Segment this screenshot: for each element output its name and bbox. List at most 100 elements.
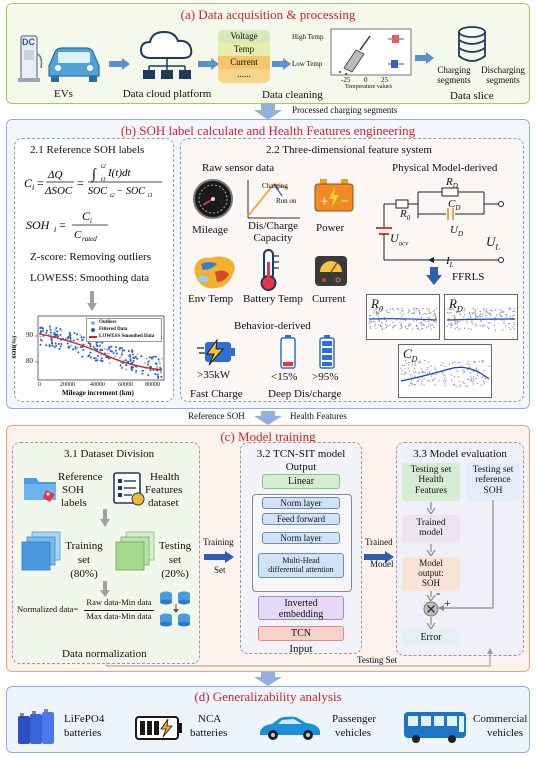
- soh-point: [49, 329, 52, 332]
- noise-point: [411, 380, 413, 382]
- noise-point: [482, 325, 484, 327]
- soh-point: [79, 334, 82, 337]
- noise-point: [457, 329, 459, 331]
- noise-point: [422, 307, 424, 310]
- chart-xtick-4: 80000: [145, 382, 160, 388]
- noise-point: [509, 328, 512, 331]
- arrow-eval-3: [426, 591, 436, 601]
- noise-point: [408, 364, 410, 366]
- noise-point: [401, 307, 403, 310]
- soh-point: [144, 362, 147, 365]
- noise-point: [435, 373, 437, 376]
- noise-point: [483, 309, 485, 311]
- trained-model-0: Trained: [416, 518, 446, 528]
- noise-point: [378, 320, 381, 323]
- noise-point: [430, 328, 433, 330]
- noise-point: [413, 371, 415, 374]
- noise-point: [378, 312, 380, 315]
- svg-text:t1: t1: [148, 193, 153, 199]
- noise-point: [477, 372, 479, 374]
- d-item-0-l1: LiFePO4: [64, 713, 105, 725]
- soh-point: [69, 334, 72, 337]
- trend-line: [446, 318, 516, 321]
- noise-point: [441, 371, 444, 374]
- noise-point: [473, 378, 475, 380]
- soh-point: [110, 345, 113, 348]
- data-stack: Voltage Temp Current ......: [218, 30, 270, 84]
- noise-point: [394, 324, 396, 327]
- noise-point: [498, 314, 501, 316]
- arrow-div-1: [100, 509, 110, 527]
- cd-plot: CD: [398, 344, 492, 398]
- soh-point: [101, 341, 104, 344]
- between-bc-left: Reference SOH: [188, 411, 245, 421]
- stack-current: [218, 56, 270, 69]
- noise-point: [487, 327, 490, 330]
- noise-point: [468, 312, 470, 314]
- health-1: Features: [145, 484, 183, 496]
- ref-soh-2: labels: [61, 497, 87, 509]
- noise-point: [499, 308, 501, 311]
- noise-point: [393, 309, 395, 311]
- noise-point: [513, 308, 516, 310]
- noise-point: [455, 385, 457, 388]
- soh-point: [53, 333, 56, 336]
- noise-point: [494, 317, 497, 319]
- noise-point: [435, 317, 437, 320]
- noise-point: [485, 314, 487, 317]
- current-label: Current: [312, 293, 346, 305]
- noise-point: [473, 311, 475, 314]
- noise-point: [470, 379, 473, 381]
- noise-point: [409, 382, 412, 385]
- noise-point: [484, 378, 487, 380]
- noise-point: [490, 315, 492, 317]
- noise-point: [416, 319, 418, 322]
- soh-point: [140, 355, 143, 358]
- soh-point: [69, 337, 72, 340]
- noise-point: [375, 327, 377, 330]
- feedback-line: [438, 500, 494, 611]
- soh-point: [59, 345, 62, 348]
- trained-arrow-0: Trained: [365, 537, 393, 547]
- noise-point: [430, 365, 432, 367]
- temp-tick-0: -25: [341, 76, 351, 84]
- noise-point: [474, 314, 477, 316]
- arrow-bc: [254, 411, 282, 425]
- noise-point: [474, 317, 477, 319]
- noise-point: [466, 363, 468, 365]
- soh-point: [87, 342, 90, 344]
- soh-point: [99, 359, 102, 362]
- noise-point: [413, 312, 416, 314]
- noise-point: [432, 314, 435, 317]
- soh-point: [132, 356, 135, 359]
- noise-point: [392, 326, 394, 329]
- soh-point: [147, 361, 150, 363]
- arrow-trained-model: [364, 551, 394, 563]
- noise-point: [430, 324, 432, 326]
- arrow-training-set: [204, 551, 234, 563]
- soh-point: [45, 329, 48, 332]
- noise-point: [427, 325, 429, 327]
- eval-title: 3.3 Model evaluation: [413, 448, 507, 460]
- noise-point: [464, 313, 466, 315]
- noise-point: [487, 326, 489, 328]
- noise-point: [385, 309, 388, 312]
- noise-point: [433, 326, 435, 329]
- soh-point: [113, 352, 116, 354]
- noise-point: [438, 380, 440, 382]
- noise-point: [469, 314, 472, 316]
- soh-point: [134, 355, 137, 358]
- noise-point: [489, 322, 491, 324]
- noise-point: [379, 324, 382, 326]
- cloud-label: Data cloud platform: [122, 88, 212, 100]
- temp-tick-1: 0: [364, 76, 368, 84]
- soh-point: [74, 347, 77, 350]
- noise-point: [420, 324, 423, 326]
- soh-point: [76, 338, 79, 341]
- noise-point: [384, 327, 386, 329]
- noise-point: [433, 320, 435, 322]
- soh-point: [129, 359, 132, 362]
- soh-point: [145, 357, 148, 360]
- noise-point: [407, 311, 409, 314]
- noise-point: [423, 384, 425, 386]
